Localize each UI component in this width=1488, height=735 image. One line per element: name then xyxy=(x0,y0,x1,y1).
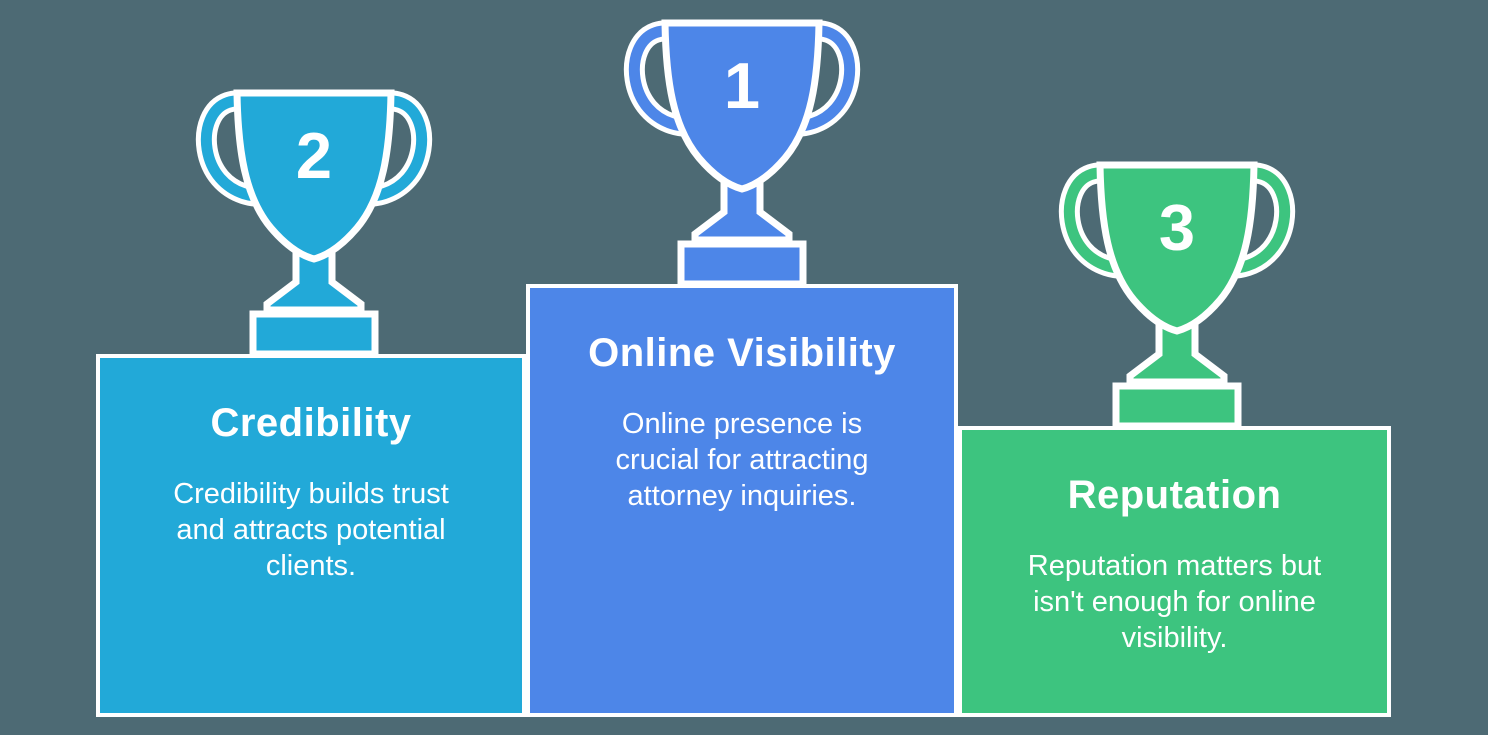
rank-number: 1 xyxy=(724,49,760,122)
podium-block-reputation: Reputation Reputation matters but isn't … xyxy=(958,426,1391,717)
trophy-base xyxy=(1112,382,1242,430)
podium-block-credibility: Credibility Credibility builds trust and… xyxy=(96,354,526,717)
podium-content: Online Visibility Online presence is cru… xyxy=(530,288,954,514)
trophy-stem xyxy=(1126,320,1228,386)
podium-description: Online presence is crucial for attractin… xyxy=(615,408,869,512)
trophy-stem xyxy=(263,248,365,314)
podium-block-online-visibility: Online Visibility Online presence is cru… xyxy=(526,284,958,717)
podium-title: Credibility xyxy=(210,401,412,445)
rank-number: 3 xyxy=(1159,191,1195,264)
trophy-base xyxy=(677,240,807,288)
podium-title: Reputation xyxy=(1067,473,1282,517)
trophy-bowl xyxy=(1096,161,1258,335)
podium-content: Credibility Credibility builds trust and… xyxy=(100,358,522,584)
podium-description: Reputation matters but isn't enough for … xyxy=(1027,550,1322,654)
trophy-third-place: 3 xyxy=(1057,153,1297,430)
trophy-first-place: 1 xyxy=(622,11,862,288)
podium-description: Credibility builds trust and attracts po… xyxy=(173,478,449,582)
rank-number: 2 xyxy=(296,119,332,192)
trophy-bowl xyxy=(661,19,823,193)
trophy-icon: 2 xyxy=(195,89,433,358)
trophy-stem xyxy=(691,178,793,244)
podium-title: Online Visibility xyxy=(588,331,896,375)
podium-content: Reputation Reputation matters but isn't … xyxy=(962,430,1387,656)
trophy-icon: 1 xyxy=(623,19,861,288)
trophy-base xyxy=(249,310,379,358)
trophy-icon: 3 xyxy=(1058,161,1296,430)
trophy-second-place: 2 xyxy=(194,81,434,358)
trophy-bowl xyxy=(233,89,395,263)
